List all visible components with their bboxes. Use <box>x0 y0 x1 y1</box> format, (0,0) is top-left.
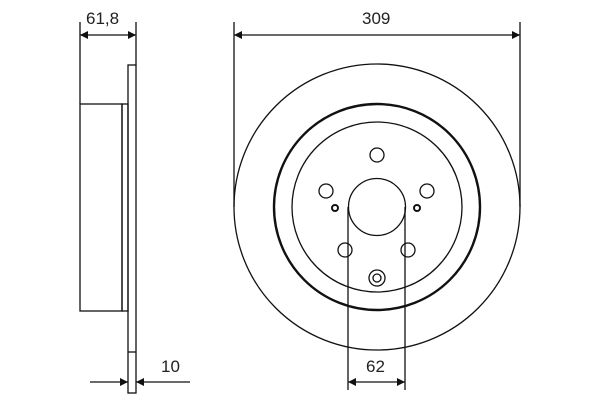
small-hole-left <box>331 204 339 212</box>
bolt-hole-top <box>369 147 385 163</box>
thickness-dimension-label: 10 <box>161 357 180 376</box>
hat-inner-circle <box>291 121 463 293</box>
height-dimension-label: 61,8 <box>86 9 120 28</box>
hat-section <box>79 103 123 312</box>
outer-circle <box>233 63 521 351</box>
bolt-hole-lower-left <box>337 242 353 258</box>
hat-outer-ring <box>272 102 482 312</box>
bore-dimension-label: 62 <box>366 357 385 376</box>
side-view <box>79 22 137 394</box>
front-view <box>233 22 521 390</box>
bolt-hole-lower-right <box>400 242 416 258</box>
center-bore <box>347 177 407 237</box>
bolt-hole-upper-left <box>318 183 334 199</box>
friction-ring <box>127 64 137 394</box>
bottom-hole-inner <box>372 273 382 283</box>
diameter-dimension-label: 309 <box>362 9 391 28</box>
small-hole-right <box>413 204 421 212</box>
hat-step <box>121 103 129 312</box>
bolt-hole-upper-right <box>419 183 435 199</box>
bottom-hole-outer <box>368 269 386 287</box>
